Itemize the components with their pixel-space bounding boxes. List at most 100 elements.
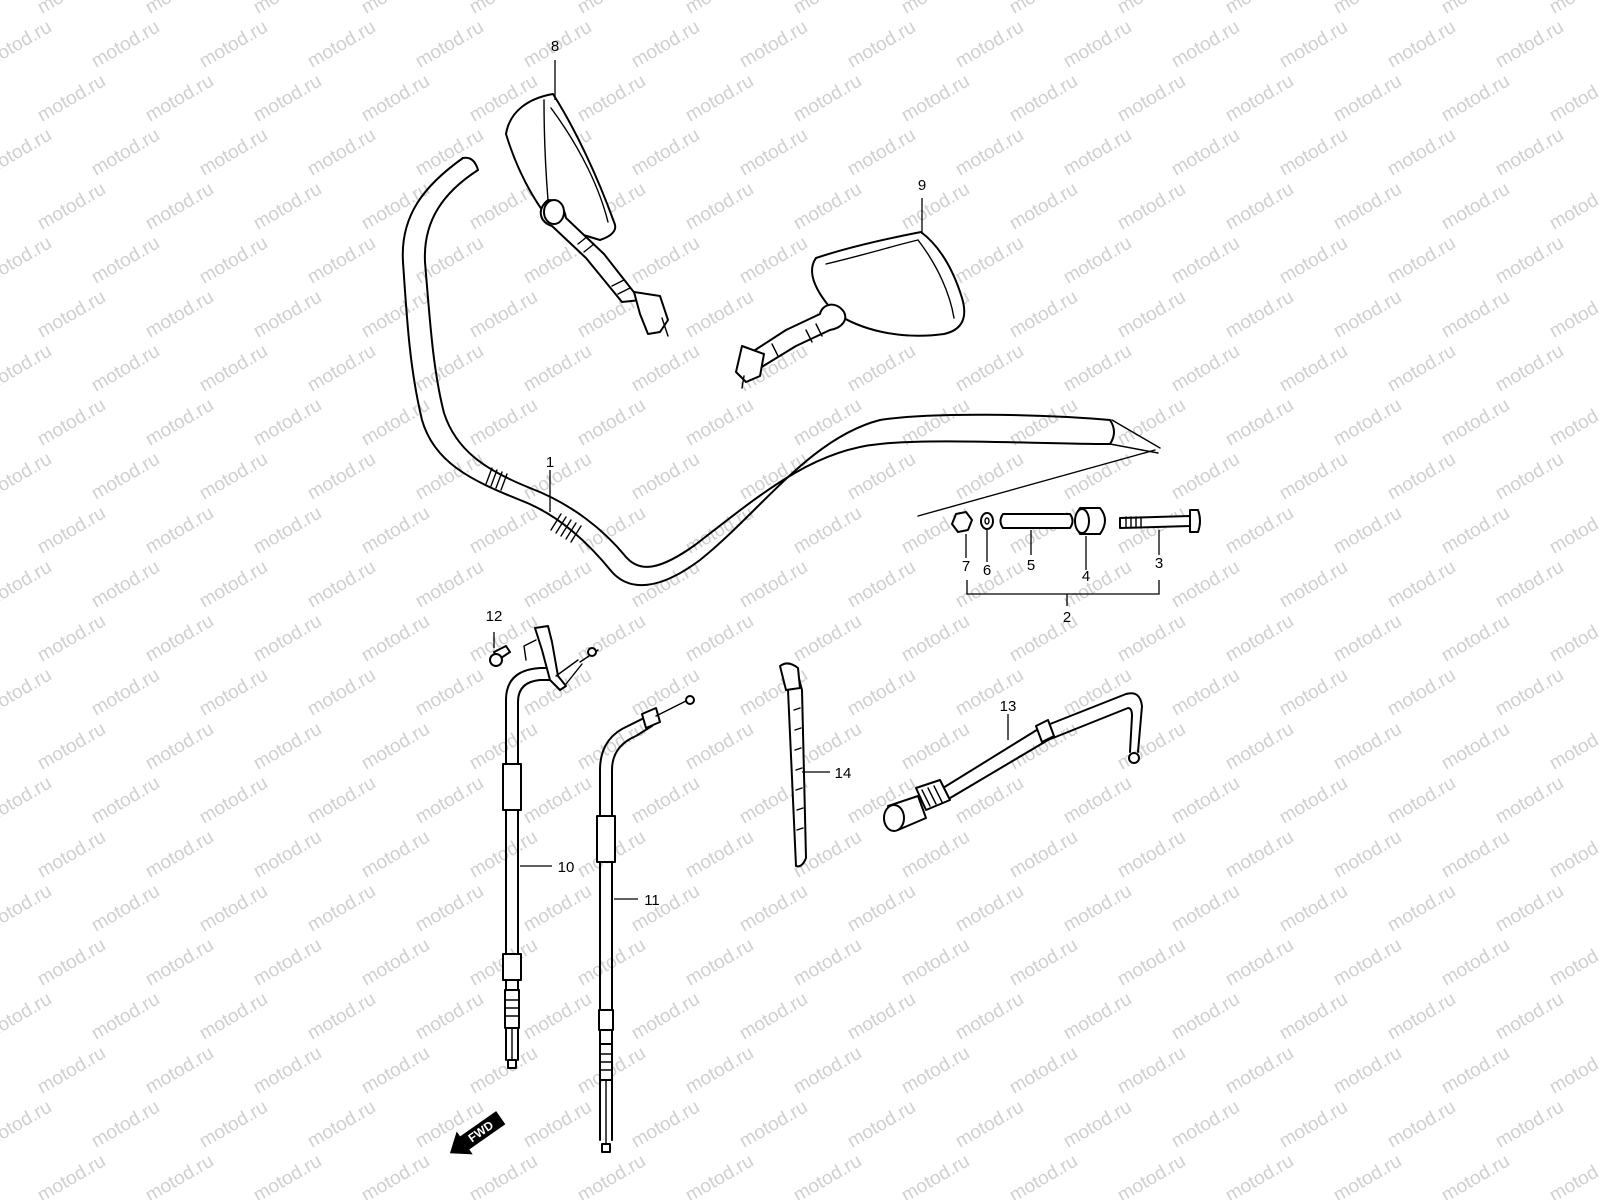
watermark-text: motod.ru xyxy=(1438,287,1513,343)
watermark-text: motod.ru xyxy=(358,935,433,991)
watermark-text: motod.ru xyxy=(1060,881,1135,937)
watermark-text: motod.ru xyxy=(466,1151,541,1200)
watermark-text: motod.ru xyxy=(1060,773,1135,829)
watermark-text: motod.ru xyxy=(1492,881,1567,937)
watermark-text: motod.ru xyxy=(1114,1151,1189,1200)
watermark-text: motod.ru xyxy=(1438,503,1513,559)
watermark-text: motod.ru xyxy=(1492,773,1567,829)
watermark-text: motod.ru xyxy=(520,449,595,505)
watermark-text: motod.ru xyxy=(0,287,1,343)
watermark-text: motod.ru xyxy=(574,71,649,127)
watermark-text: motod.ru xyxy=(0,719,1,775)
watermark-text: motod.ru xyxy=(1114,719,1189,775)
clutch-cable xyxy=(502,625,599,1069)
watermark-text: motod.ru xyxy=(1384,989,1459,1045)
watermark-text: motod.ru xyxy=(1492,989,1567,1045)
watermark-text: motod.ru xyxy=(1060,989,1135,1045)
watermark-text: motod.ru xyxy=(1492,341,1567,397)
watermark-text: motod.ru xyxy=(682,395,757,451)
watermark-text: motod.ru xyxy=(304,557,379,613)
watermark-text: motod.ru xyxy=(1276,449,1351,505)
watermark-text: motod.ru xyxy=(1546,1043,1600,1099)
watermark-text: motod.ru xyxy=(1438,179,1513,235)
watermark-text: motod.ru xyxy=(1222,611,1297,667)
watermark-text: motod.ru xyxy=(790,611,865,667)
watermark-text: motod.ru xyxy=(682,935,757,991)
watermark-text: motod.ru xyxy=(1546,0,1600,18)
watermark-text: motod.ru xyxy=(1222,503,1297,559)
watermark-text: motod.ru xyxy=(898,71,973,127)
watermark-text: motod.ru xyxy=(1222,827,1297,883)
watermark-text: motod.ru xyxy=(1114,827,1189,883)
watermark-text: motod.ru xyxy=(1330,287,1405,343)
watermark-text: motod.ru xyxy=(1060,665,1135,721)
watermark-text: motod.ru xyxy=(1006,287,1081,343)
watermark-text: motod.ru xyxy=(0,1097,55,1153)
watermark-text: motod.ru xyxy=(844,989,919,1045)
watermark-text: motod.ru xyxy=(682,179,757,235)
watermark-text: motod.ru xyxy=(196,449,271,505)
watermark-text: motod.ru xyxy=(142,0,217,18)
watermark-text: motod.ru xyxy=(1546,395,1600,451)
watermark-text: motod.ru xyxy=(952,989,1027,1045)
watermark-text: motod.ru xyxy=(682,1151,757,1200)
watermark-text: motod.ru xyxy=(520,557,595,613)
callout-3: 3 xyxy=(1155,555,1163,572)
watermark-text: motod.ru xyxy=(358,1151,433,1200)
callout-7: 7 xyxy=(962,558,970,575)
watermark-text: motod.ru xyxy=(88,989,163,1045)
watermark-text: motod.ru xyxy=(844,557,919,613)
watermark-text: motod.ru xyxy=(1114,503,1189,559)
watermark-text: motod.ru xyxy=(88,665,163,721)
watermark-text: motod.ru xyxy=(1438,1043,1513,1099)
watermark-text: motod.ru xyxy=(142,935,217,991)
watermark-text: motod.ru xyxy=(304,449,379,505)
watermark-text: motod.ru xyxy=(250,1043,325,1099)
watermark-text: motod.ru xyxy=(304,17,379,73)
watermark-text: motod.ru xyxy=(1222,179,1297,235)
mirror-right xyxy=(735,231,966,389)
watermark-text: motod.ru xyxy=(1222,0,1297,18)
watermark-text: motod.ru xyxy=(1438,1151,1513,1200)
watermark-text: motod.ru xyxy=(1384,17,1459,73)
watermark-text: motod.ru xyxy=(790,1043,865,1099)
watermark-text: motod.ru xyxy=(34,827,109,883)
watermark-text: motod.ru xyxy=(0,341,55,397)
watermark-text: motod.ru xyxy=(1438,719,1513,775)
watermark-text: motod.ru xyxy=(0,449,55,505)
callout-1: 1 xyxy=(546,454,554,471)
watermark-text: motod.ru xyxy=(952,17,1027,73)
watermark-text: motod.ru xyxy=(412,233,487,289)
watermark-text: motod.ru xyxy=(34,179,109,235)
mirror-left xyxy=(505,93,669,337)
watermark-text: motod.ru xyxy=(34,1043,109,1099)
watermark-text: motod.ru xyxy=(0,17,55,73)
callout-11: 11 xyxy=(644,892,660,909)
watermark-text: motod.ru xyxy=(0,557,55,613)
watermark-text: motod.ru xyxy=(304,233,379,289)
watermark-text: motod.ru xyxy=(304,1097,379,1153)
screw-12 xyxy=(489,645,511,667)
watermark-text: motod.ru xyxy=(1384,341,1459,397)
watermark-text: motod.ru xyxy=(682,503,757,559)
watermark-text: motod.ru xyxy=(790,935,865,991)
watermark-text: motod.ru xyxy=(898,1043,973,1099)
watermark-text: motod.ru xyxy=(1060,233,1135,289)
watermark-text: motod.ru xyxy=(358,611,433,667)
watermark-text: motod.ru xyxy=(1546,71,1600,127)
watermark-text: motod.ru xyxy=(628,17,703,73)
callout-12: 12 xyxy=(486,608,503,625)
watermark-text: motod.ru xyxy=(1384,233,1459,289)
watermark-text: motod.ru xyxy=(412,989,487,1045)
watermark-text: motod.ru xyxy=(358,0,433,18)
watermark-text: motod.ru xyxy=(88,881,163,937)
watermark-text: motod.ru xyxy=(1330,179,1405,235)
watermark-text: motod.ru xyxy=(520,1097,595,1153)
watermark-text: motod.ru xyxy=(1222,935,1297,991)
callout-10: 10 xyxy=(558,859,575,876)
watermark-text: motod.ru xyxy=(898,827,973,883)
watermark-text: motod.ru xyxy=(34,395,109,451)
watermark-text: motod.ru xyxy=(250,0,325,18)
watermark-text: motod.ru xyxy=(1276,125,1351,181)
watermark-text: motod.ru xyxy=(142,719,217,775)
